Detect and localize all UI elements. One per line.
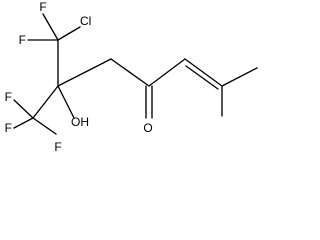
fluorine-lower-left-label: F <box>5 121 12 135</box>
bond-trifluoromethyl-to-fluorine-lower-left <box>13 117 34 129</box>
atom-labels: F F Cl F F F OH O <box>5 0 153 154</box>
bond-central-carbon-to-methylene <box>57 58 112 87</box>
chlorine-label: Cl <box>80 14 91 28</box>
chemical-structure-diagram: F F Cl F F F OH O <box>5 0 258 154</box>
bond-chlorodifluoromethyl-to-chlorine <box>57 26 81 41</box>
bond-alkene-to-methyl-right <box>221 67 258 87</box>
bond-carbonyl-carbon-to-alkene-carbon <box>148 58 186 87</box>
bond-methylene-to-carbonyl-carbon <box>110 58 150 87</box>
bond-alkene-double-lower <box>185 65 219 90</box>
bond-chlorodifluoromethyl-to-fluorine-top <box>42 13 59 41</box>
fluorine-top-label: F <box>39 0 46 14</box>
fluorine-bottom-label: F <box>19 33 26 47</box>
carbonyl-oxygen-label: O <box>143 121 152 135</box>
bond-trifluoromethyl-to-fluorine-left <box>13 99 34 119</box>
bond-central-carbon-to-hydroxyl <box>57 85 75 119</box>
fluorine-bottom-label-trifluoromethyl: F <box>54 140 61 154</box>
bond-trifluoromethyl-to-fluorine-bottom <box>32 117 57 135</box>
bond-lines <box>13 13 258 135</box>
fluorine-left-label: F <box>5 90 12 104</box>
hydroxyl-label: OH <box>71 115 89 129</box>
bond-central-carbon-to-trifluoromethyl <box>32 85 59 119</box>
bond-alkene-double-upper <box>184 58 223 87</box>
